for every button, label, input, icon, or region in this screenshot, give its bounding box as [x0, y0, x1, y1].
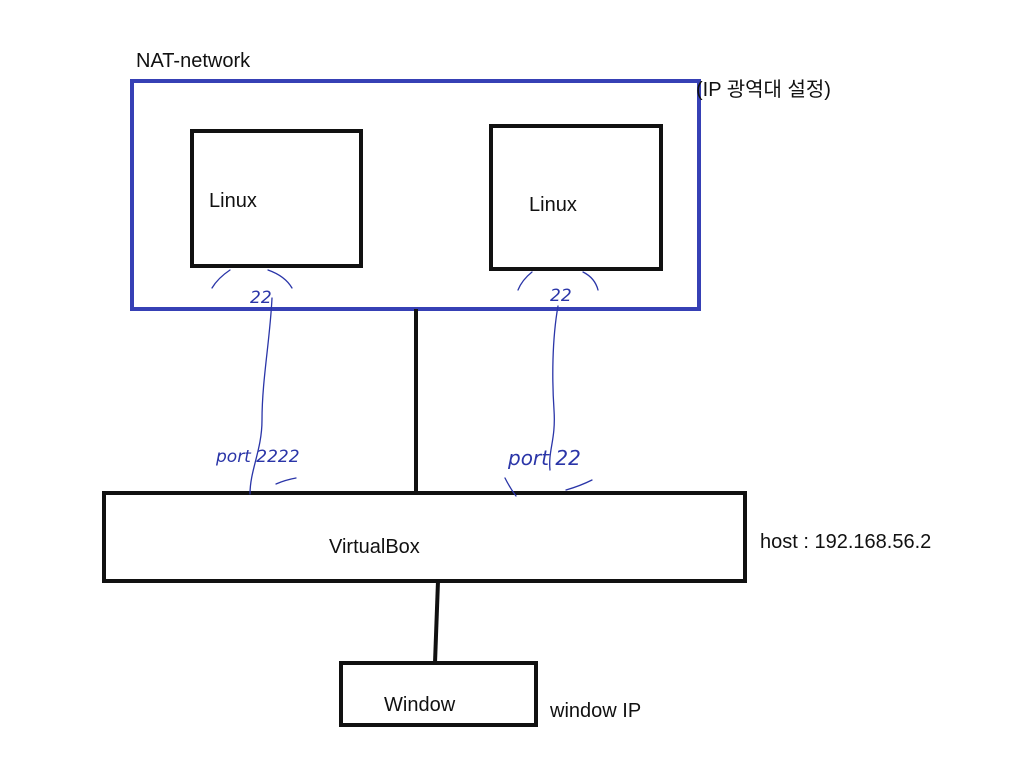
virtualbox-box [102, 491, 747, 583]
nat-network-title: NAT-network [136, 50, 251, 72]
linux-vm-label-1: Linux [209, 190, 257, 212]
linux-vm-box-1 [190, 129, 363, 268]
port-forward-strokes-2 [504, 271, 599, 497]
linux-vm-label-2: Linux [529, 194, 577, 216]
virtualbox-label: VirtualBox [329, 536, 420, 558]
port-forward-label-1: port 2222 [216, 447, 300, 467]
window-box [339, 661, 538, 727]
ip-range-note: (IP 광역대 설정) [696, 79, 831, 101]
window-label: Window [384, 694, 456, 716]
virtualbox-to-window-link [433, 580, 440, 664]
linux-vm-box-2 [489, 124, 663, 271]
port-forward-label-2: port 22 [508, 446, 581, 470]
ssh-port-mark-2: 22 [550, 286, 572, 306]
port-forward-strokes-1 [211, 269, 297, 495]
window-ip-label: window IP [550, 700, 642, 722]
host-ip-label: host : 192.168.56.2 [760, 531, 932, 553]
ssh-port-mark-1: 22 [250, 288, 272, 308]
